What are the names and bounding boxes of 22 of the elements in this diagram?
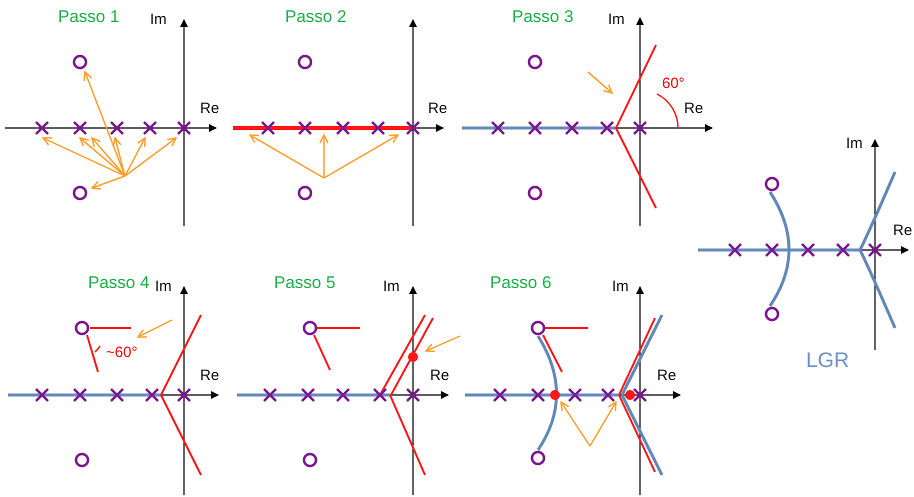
angle-label: ~60° [106, 345, 138, 360]
step-title: Passo 4 [88, 274, 150, 291]
axis-label: Im [608, 12, 625, 27]
plot-title: LGR [806, 350, 850, 371]
step-title: Passo 5 [274, 274, 336, 291]
step-title: Passo 1 [58, 8, 120, 25]
axis-label: Re [893, 223, 912, 238]
axis-label: Im [150, 12, 167, 27]
axis-label: Re [200, 368, 220, 383]
axis-label: Re [657, 368, 676, 383]
axis-label: Im [383, 279, 400, 294]
step-title: Passo 6 [490, 274, 552, 291]
angle-label: 60° [662, 76, 685, 91]
step-title: Passo 2 [285, 8, 346, 25]
axis-label: Im [155, 279, 172, 294]
axis-label: Re [430, 368, 450, 383]
step-title: Passo 3 [512, 8, 574, 25]
axis-label: Re [428, 101, 448, 116]
axis-label: Re [200, 101, 220, 116]
axis-label: Im [612, 279, 629, 294]
axis-label: Im [846, 136, 863, 151]
axis-label: Re [684, 101, 704, 116]
